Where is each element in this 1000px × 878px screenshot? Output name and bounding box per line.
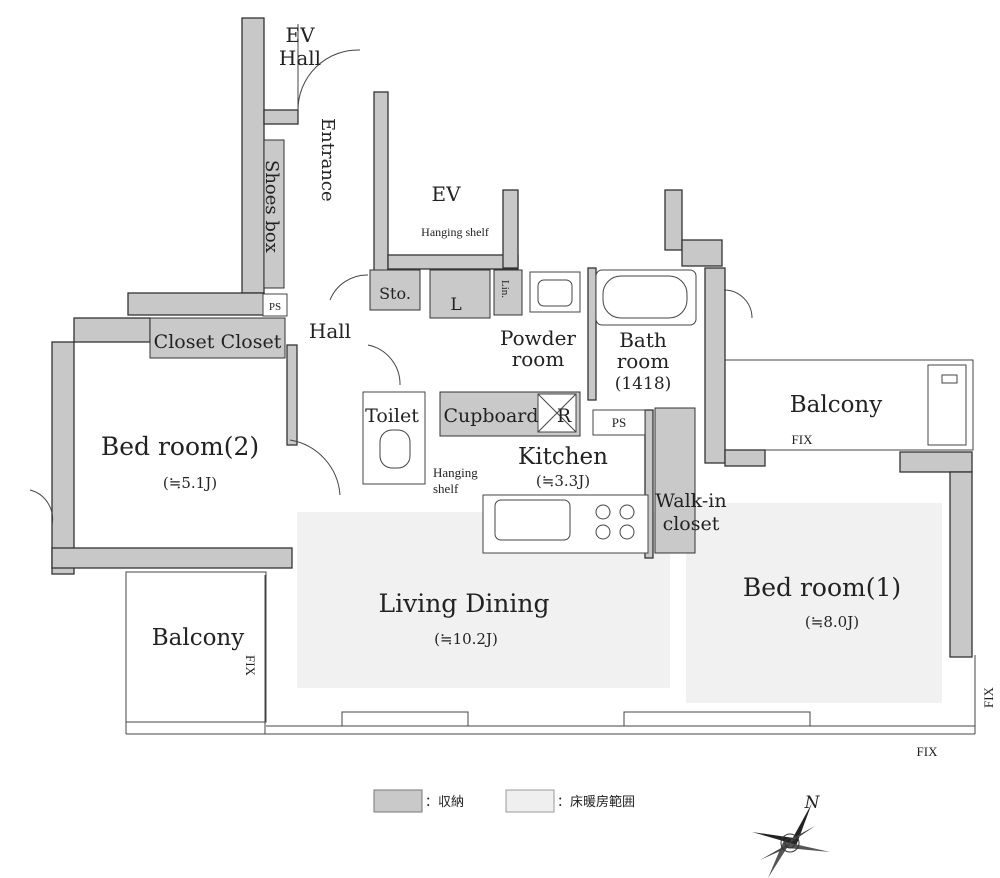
toilet-label: Toilet — [365, 405, 419, 427]
legend-floor-heating-swatch — [505, 789, 555, 813]
refrigerator-label: R — [557, 405, 572, 427]
bedroom1-area-label: (≒8.0J) — [805, 613, 859, 631]
legend-floor-heating-label: ：床暖房範囲 — [557, 794, 635, 810]
ev-label: EV — [431, 182, 461, 206]
fix-bottom-label: FIX — [917, 744, 939, 759]
legend-storage-swatch — [373, 789, 423, 813]
sto-label: Sto. — [379, 284, 411, 303]
ev-hall-label-line1: EV — [285, 23, 315, 47]
storage-areas — [149, 139, 696, 554]
ps-left-label: PS — [269, 301, 281, 313]
bedroom1-label: Bed room(1) — [743, 573, 901, 602]
walkin-closet-label-line1: Walk-in — [655, 490, 726, 512]
fix-right-label: FIX — [981, 686, 996, 708]
fix-balcony-left-label: FIX — [243, 655, 258, 677]
closet-2-label: Closet — [221, 331, 282, 353]
hanging-shelf-top-label: Hanging shelf — [421, 225, 489, 239]
cupboard-label: Cupboard — [443, 405, 538, 427]
entrance-label: Entrance — [317, 118, 338, 202]
kitchen-area-label: (≒3.3J) — [536, 472, 590, 490]
balcony-outlines — [125, 359, 974, 723]
walls — [51, 17, 973, 658]
compass-icon: N — [752, 793, 830, 878]
fix-balcony-right-label: FIX — [792, 432, 814, 447]
fixtures — [29, 24, 976, 735]
living-dining-label: Living Dining — [378, 589, 549, 618]
walkin-closet-label-line2: closet — [663, 513, 720, 535]
powder-room-label-line1: Powder — [500, 326, 576, 350]
room-labels: EV Hall Entrance EV Hanging shelf Shoes … — [101, 23, 996, 759]
legend-storage-label: ：収納 — [425, 795, 464, 810]
shoes-box-label: Shoes box — [261, 160, 282, 253]
living-dining-area-label: (≒10.2J) — [434, 630, 498, 648]
balcony-left-label: Balcony — [152, 625, 245, 651]
kitchen-label: Kitchen — [518, 444, 608, 470]
ps-kitchen-label: PS — [612, 415, 626, 430]
ev-hall-label-line2: Hall — [279, 46, 321, 70]
closet-1-label: Closet — [154, 331, 215, 353]
legend: ：収納 ：床暖房範囲 — [373, 789, 635, 813]
bath-room-size-label: (1418) — [615, 374, 672, 394]
hanging-shelf-toilet-label-line2: shelf — [433, 481, 459, 496]
bath-room-label-line1: Bath — [619, 328, 667, 352]
hall-label: Hall — [309, 319, 351, 343]
linen-l-label: L — [450, 295, 461, 315]
balcony-right-label: Balcony — [790, 392, 883, 418]
lin-label: Lin. — [499, 280, 511, 298]
hanging-shelf-toilet-label-line1: Hanging — [433, 465, 478, 480]
bedroom2-area-label: (≒5.1J) — [163, 474, 217, 492]
powder-room-label-line2: room — [512, 347, 565, 371]
bath-room-label-line2: room — [617, 349, 670, 373]
compass-north-label: N — [804, 793, 821, 813]
bedroom2-label: Bed room(2) — [101, 432, 259, 461]
